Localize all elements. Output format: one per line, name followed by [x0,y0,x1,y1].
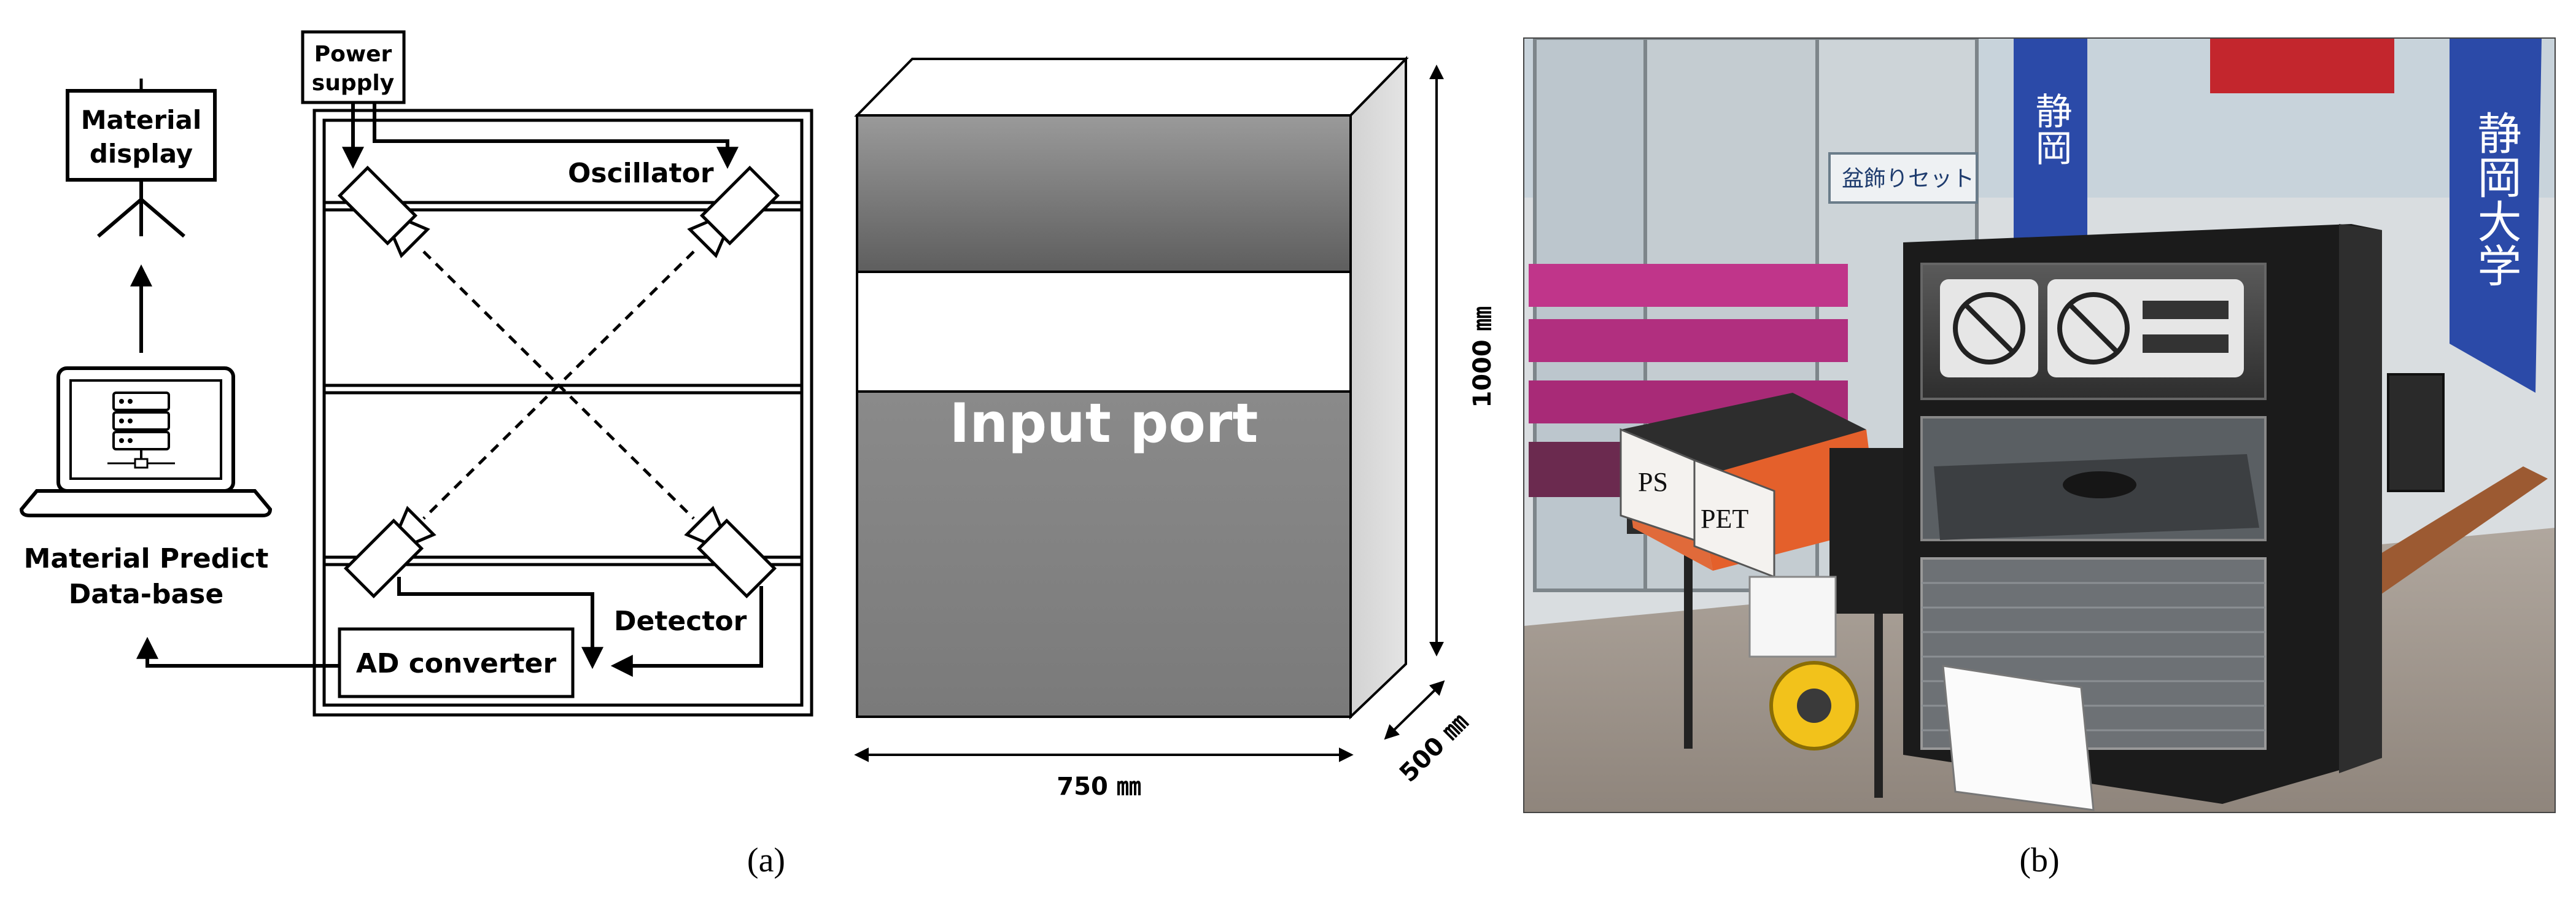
material-display: Material display [66,79,217,238]
system-diagram: Material display [19,30,813,717]
detector-wire-left [397,577,603,670]
height-dim-label: 1000 ㎜ [1468,306,1497,407]
arrow-ad-to-database [136,636,339,668]
detector-label: Detector [614,606,747,637]
server-icon [107,392,175,469]
beam-right-to-left [422,250,695,520]
banner-left-text: 静岡 [2029,92,2072,166]
sign-ps-text: PS [1638,467,1668,497]
input-port-label: Input port [950,392,1259,455]
power-supply: Power supply [301,30,406,104]
power-supply-label-line2: supply [312,71,394,96]
sign-pet-text: PET [1701,504,1748,534]
width-dim-label: 750 ㎜ [1057,773,1141,801]
detector-right [684,506,777,599]
device-box: Input port [854,56,1409,720]
power-wire-right [373,102,739,169]
shop-sign-text: 盆飾りセット [1842,166,1974,191]
depth-dimension: 500 ㎜ [1384,680,1474,788]
ad-converter-label: AD converter [356,648,557,679]
detector-left [343,506,436,599]
field-test-photo: 盆飾りセット 静岡 静岡大学 PS PET [1523,37,2556,813]
database-label-line2: Data-base [69,579,223,610]
oscillator-left [337,165,430,258]
laptop-icon [19,366,273,517]
power-supply-label-line1: Power [314,42,392,67]
caption-a: (a) [747,841,785,879]
detector-wire-right [610,586,763,677]
height-dimension: 1000 ㎜ [1429,64,1497,657]
caption-b: (b) [2019,841,2059,879]
ad-converter: AD converter [338,627,575,698]
width-dimension: 750 ㎜ [854,747,1354,801]
oscillator-label: Oscillator [568,158,714,189]
oscillator-right [687,165,780,258]
depth-dim-label: 500 ㎜ [1394,708,1474,788]
display-label-line1: Material [81,105,202,135]
database-label-line1: Material Predict [24,543,269,574]
banner-right-text: 静岡大学 [2470,110,2521,287]
display-label-line2: display [90,139,193,169]
